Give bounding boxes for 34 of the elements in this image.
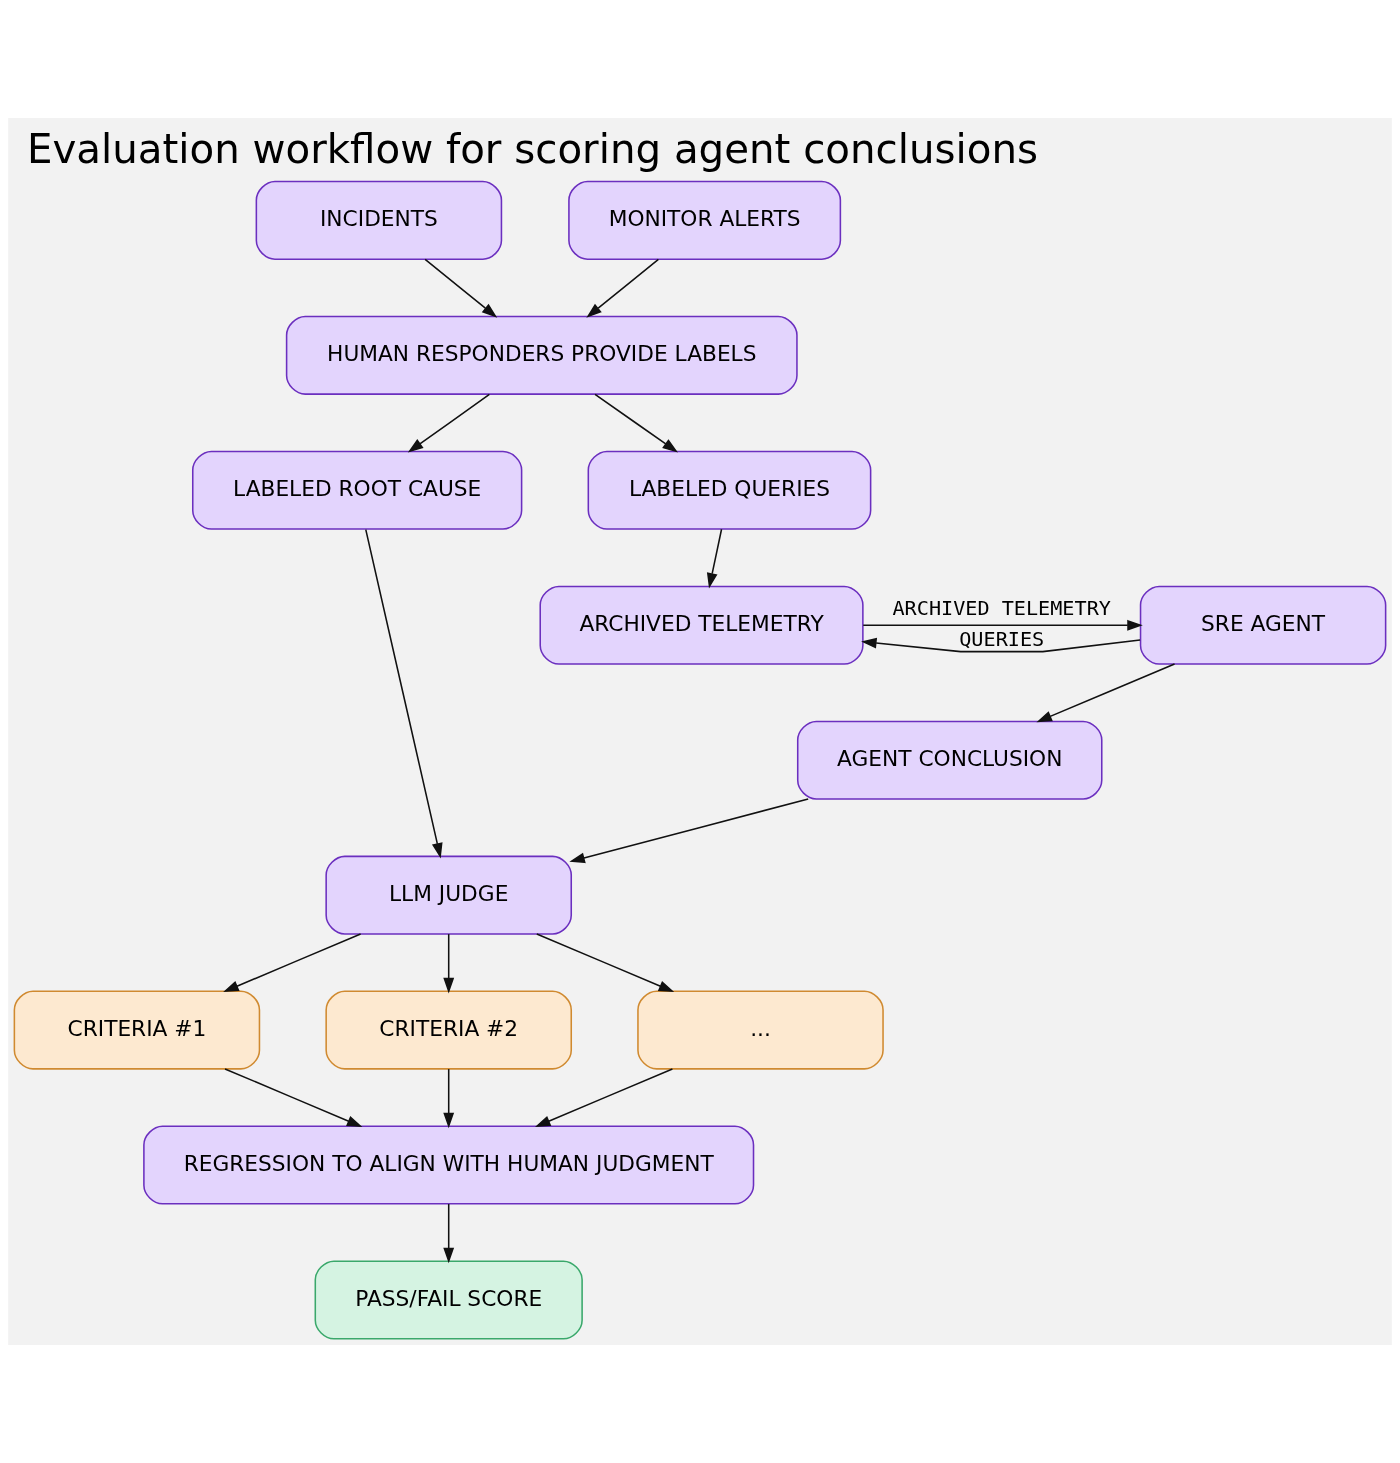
arrow: [569, 798, 809, 864]
arrow: [223, 933, 362, 993]
arrow: [586, 258, 660, 318]
arrow: [536, 933, 675, 993]
node-box: CRITERIA #2: [325, 990, 573, 1070]
arrow: [365, 528, 443, 859]
arrow: [424, 258, 498, 318]
arrow: [861, 637, 1141, 653]
node-box: REGRESSION TO ALIGN WITH HUMAN JUDGMENT: [143, 1125, 755, 1205]
arrow: [443, 1203, 455, 1264]
node-box: AGENT CONCLUSION: [796, 720, 1103, 800]
edge-label: ARCHIVED TELEMETRY: [892, 596, 1111, 620]
diagram-title: Evaluation workflow for scoring agent conclusions: [26, 125, 1039, 173]
arrow: [594, 393, 678, 453]
node-box: HUMAN RESPONDERS PROVIDE LABELS: [285, 315, 798, 395]
arrow: [1036, 663, 1176, 723]
node-box: LABELED QUERIES: [587, 450, 872, 530]
node-box: PASS/FAIL SCORE: [314, 1260, 583, 1340]
edge-label: QUERIES: [959, 627, 1045, 652]
arrow: [443, 933, 455, 994]
node-box: CRITERIA #1: [13, 990, 261, 1070]
arrow: [407, 393, 491, 453]
node-box: SRE AGENT: [1139, 585, 1387, 665]
arrow: [534, 1068, 674, 1128]
node-box: LABELED ROOT CAUSE: [192, 450, 523, 530]
arrow: [443, 1068, 455, 1129]
arrow: [224, 1068, 363, 1128]
arrow: [862, 619, 1143, 631]
node-box: LLM JUDGE: [325, 855, 573, 935]
node-box: ...: [637, 990, 884, 1070]
node-box: ARCHIVED TELEMETRY: [539, 585, 864, 665]
node-box: INCIDENTS: [255, 180, 503, 260]
arrow: [706, 528, 723, 589]
node-box: MONITOR ALERTS: [568, 180, 842, 260]
